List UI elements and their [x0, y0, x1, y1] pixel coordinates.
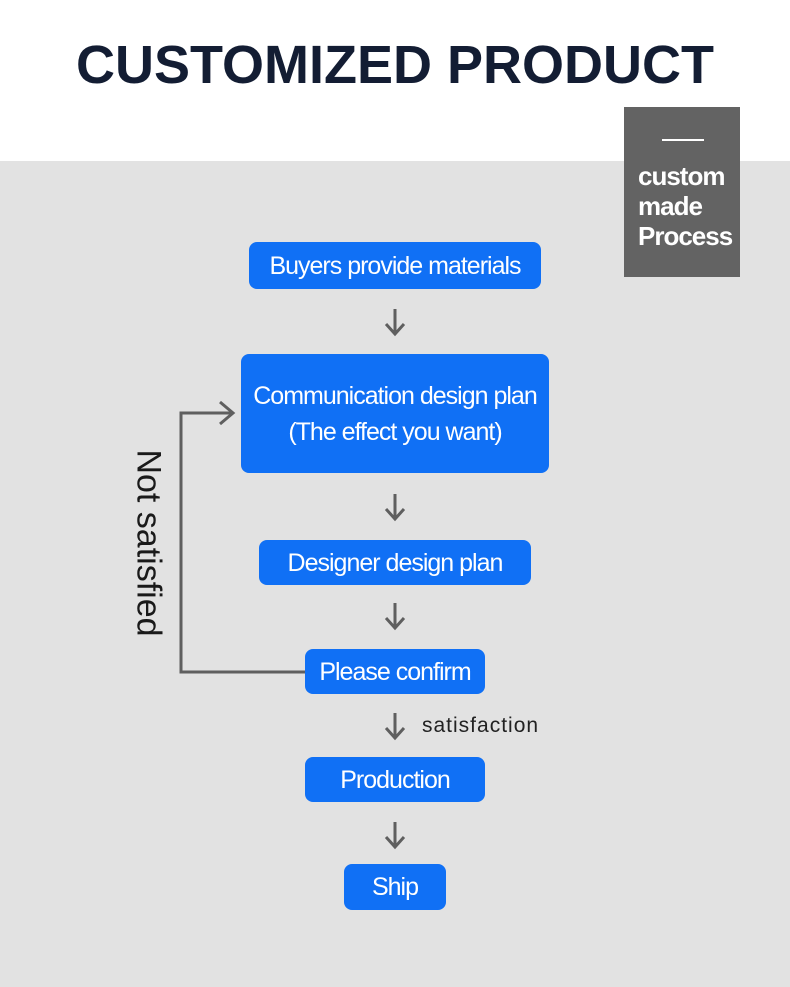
step-please-confirm: Please confirm [305, 649, 485, 694]
step-communication-design-plan: Communication design plan (The effect yo… [241, 354, 549, 473]
step-ship: Ship [344, 864, 446, 910]
down-arrow-icon [384, 309, 406, 337]
process-tag: custom made Process [624, 107, 740, 277]
down-arrow-icon [384, 713, 406, 741]
step-label-line-2: (The effect you want) [288, 417, 502, 446]
step-label: Buyers provide materials [269, 251, 521, 280]
step-label-line-1: Communication design plan [253, 381, 538, 410]
step-label: Production [340, 765, 451, 794]
down-arrow-icon [384, 494, 406, 522]
page-title: CUSTOMIZED PRODUCT [75, 35, 714, 95]
tag-line-process: Process [638, 221, 733, 251]
tag-text: custom made Process [638, 161, 738, 251]
down-arrow-icon [384, 603, 406, 631]
step-label: Designer design plan [287, 548, 504, 577]
step-designer-design-plan: Designer design plan [259, 540, 531, 585]
satisfaction-label: satisfaction [422, 714, 540, 737]
step-buyers-provide-materials: Buyers provide materials [249, 242, 541, 289]
step-label: Please confirm [319, 657, 471, 686]
step-label: Ship [371, 873, 419, 901]
not-satisfied-label: Not satisfied [129, 449, 168, 637]
step-production: Production [305, 757, 485, 802]
tag-divider [662, 139, 704, 141]
tag-line-made: made [638, 191, 703, 221]
down-arrow-icon [384, 822, 406, 850]
tag-line-custom: custom [638, 161, 725, 191]
